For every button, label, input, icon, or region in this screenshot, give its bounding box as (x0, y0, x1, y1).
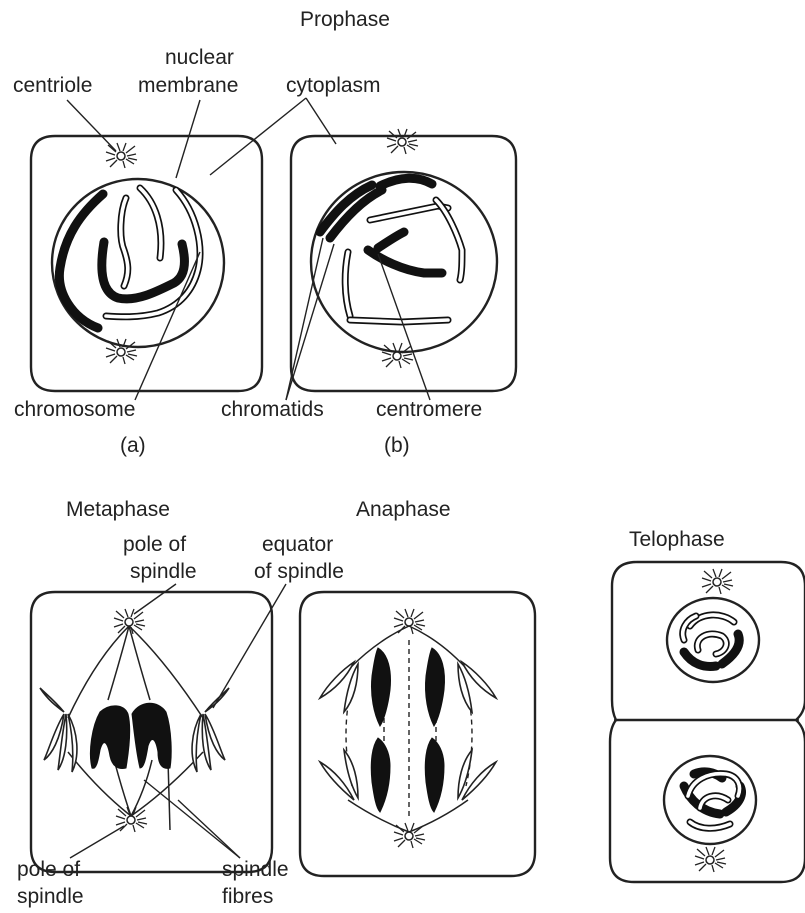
label-pole-top-2: spindle (130, 560, 197, 583)
anaphase-fibres (346, 626, 472, 832)
label-pole-bottom-1: pole of (17, 858, 80, 881)
prophase-cell-b (291, 129, 516, 391)
centriole-icon (387, 129, 418, 154)
telophase-cells (610, 562, 805, 882)
label-equator-2: of spindle (254, 560, 344, 583)
label-chromatids: chromatids (221, 398, 324, 421)
label-nuclear-1: nuclear (165, 46, 234, 69)
label-nuclear-2: membrane (138, 74, 238, 97)
label-centromere: centromere (376, 398, 482, 421)
label-pole-top-1: pole of (123, 533, 186, 556)
centriole-icon (106, 339, 137, 364)
label-centriole: centriole (13, 74, 92, 97)
label-a: (a) (120, 434, 146, 457)
metaphase-chromosomes (90, 703, 171, 768)
label-pole-bottom-2: spindle (17, 885, 84, 908)
prophase-title: Prophase (300, 8, 390, 31)
right-chromatids (192, 688, 229, 772)
label-fibres-1: spindle (222, 858, 289, 881)
telophase-chromosomes-bottom (684, 772, 741, 828)
label-b: (b) (384, 434, 410, 457)
label-fibres-2: fibres (222, 885, 273, 908)
centriole-icon (106, 143, 137, 168)
label-equator-1: equator (262, 533, 333, 556)
telophase-chromosomes-top (683, 615, 739, 667)
centriole-icon (702, 569, 733, 594)
metaphase-cell (31, 592, 272, 872)
metaphase-title: Metaphase (66, 498, 170, 521)
anaphase-title: Anaphase (356, 498, 451, 521)
telophase-title: Telophase (629, 528, 725, 551)
prophase-cell-a (31, 136, 262, 391)
left-chromatids (40, 688, 77, 772)
label-chromosome: chromosome (14, 398, 135, 421)
label-cytoplasm: cytoplasm (286, 74, 381, 97)
centriole-icon (394, 609, 425, 634)
anaphase-cell (300, 592, 535, 876)
centriole-icon (695, 847, 726, 872)
centriole-icon (382, 343, 413, 368)
